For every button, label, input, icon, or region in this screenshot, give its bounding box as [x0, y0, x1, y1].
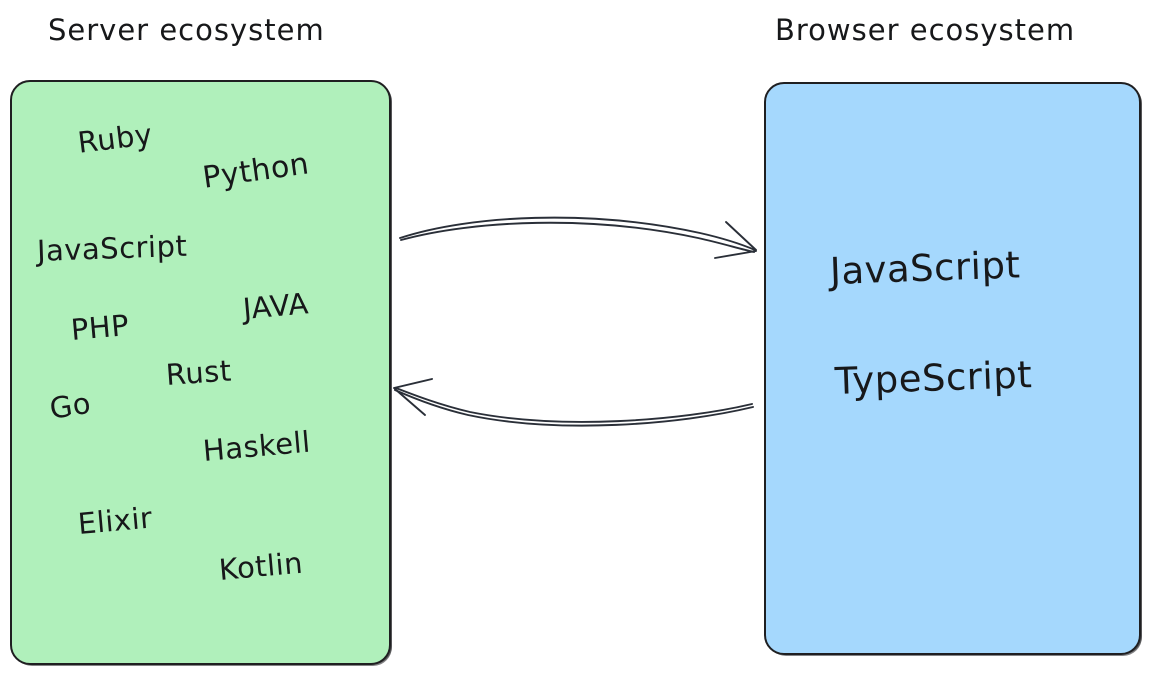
language-label-javascript: JavaScript	[829, 243, 1022, 293]
server-ecosystem-title: Server ecosystem	[48, 13, 325, 47]
arrow-server-to-browser	[399, 216, 757, 259]
server-ecosystem-box[interactable]	[10, 80, 391, 665]
language-label-ruby: Ruby	[75, 117, 155, 160]
language-label-go: Go	[47, 385, 94, 426]
language-label-typescript: TypeScript	[834, 353, 1033, 403]
language-label-php: PHP	[69, 307, 131, 347]
browser-ecosystem-box[interactable]	[764, 82, 1141, 655]
language-label-elixir: Elixir	[76, 500, 154, 541]
language-label-kotlin: Kotlin	[217, 545, 305, 587]
language-label-javascript: JavaScript	[36, 228, 188, 268]
language-label-java: JAVA	[241, 286, 311, 326]
language-label-rust: Rust	[164, 353, 233, 392]
browser-ecosystem-title: Browser ecosystem	[775, 13, 1076, 47]
arrow-browser-to-server	[393, 378, 754, 427]
